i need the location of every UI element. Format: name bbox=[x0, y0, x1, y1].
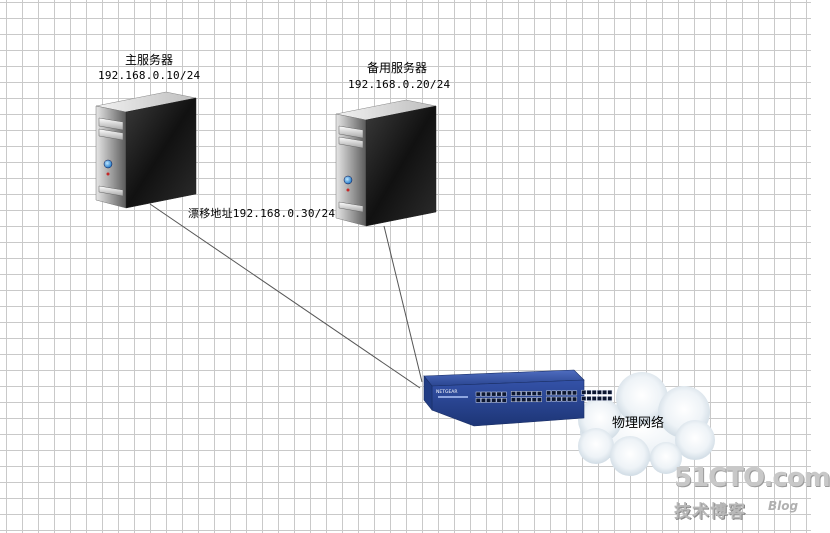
switch-port bbox=[561, 396, 567, 402]
network-cloud-label: 物理网络 bbox=[612, 416, 665, 431]
switch-port bbox=[591, 389, 597, 395]
connector-backup-to-switch bbox=[383, 225, 423, 383]
switch-port bbox=[510, 391, 516, 396]
switch-port bbox=[491, 397, 497, 403]
switch-port bbox=[475, 391, 481, 397]
watermark-tagline: 技术博客 bbox=[674, 502, 746, 522]
switch-port bbox=[526, 391, 532, 396]
cloud-icon bbox=[578, 372, 715, 476]
switch-port bbox=[536, 397, 542, 403]
switch-port bbox=[486, 397, 492, 403]
switch-port bbox=[480, 391, 486, 397]
switch-port bbox=[607, 389, 613, 395]
switch-port bbox=[556, 390, 562, 396]
switch-port bbox=[607, 396, 613, 401]
switch-port bbox=[486, 391, 492, 397]
switch-port bbox=[526, 397, 532, 403]
switch-port bbox=[546, 390, 552, 396]
switch-port bbox=[591, 396, 597, 401]
switch-port bbox=[516, 391, 522, 396]
switch-port bbox=[581, 389, 587, 395]
switch-port bbox=[536, 391, 542, 396]
network-switch-icon: NETGEAR bbox=[423, 369, 613, 427]
switch-port bbox=[516, 397, 522, 403]
watermark-blog: Blog bbox=[768, 499, 799, 513]
primary-server-icon bbox=[95, 91, 197, 209]
switch-port bbox=[602, 396, 608, 401]
switch-port bbox=[566, 396, 572, 402]
primary-server-name: 主服务器 bbox=[125, 53, 174, 67]
backup-server-ip: 192.168.0.20/24 bbox=[348, 78, 451, 91]
switch-port bbox=[566, 390, 572, 396]
switch-port bbox=[572, 396, 578, 402]
backup-server-icon bbox=[335, 99, 437, 227]
switch-port bbox=[551, 396, 557, 402]
switch-port bbox=[572, 390, 578, 396]
watermark-brand: 51CTO.com bbox=[674, 463, 830, 493]
floating-address-label: 漂移地址192.168.0.30/24 bbox=[188, 207, 336, 220]
switch-port bbox=[521, 391, 527, 396]
switch-port bbox=[596, 396, 602, 401]
switch-port bbox=[510, 397, 516, 403]
switch-port bbox=[491, 391, 497, 397]
switch-port bbox=[551, 390, 557, 396]
connector-primary-to-switch bbox=[149, 203, 421, 389]
network-diagram: NETGEAR bbox=[95, 91, 715, 476]
switch-port bbox=[586, 389, 592, 395]
switch-port bbox=[531, 397, 537, 403]
svg-text:NETGEAR: NETGEAR bbox=[436, 389, 458, 395]
switch-port bbox=[501, 397, 507, 403]
switch-port bbox=[480, 397, 486, 403]
switch-port bbox=[475, 397, 481, 403]
switch-port bbox=[521, 397, 527, 403]
switch-port bbox=[501, 391, 507, 397]
switch-port bbox=[561, 390, 567, 396]
site-watermark: 51CTO.com 技术博客 Blog bbox=[672, 463, 830, 525]
primary-server-ip: 192.168.0.10/24 bbox=[98, 69, 201, 82]
backup-server-name: 备用服务器 bbox=[367, 61, 428, 75]
switch-port bbox=[546, 396, 552, 402]
switch-port bbox=[596, 389, 602, 395]
switch-port bbox=[586, 396, 592, 401]
switch-port bbox=[496, 391, 502, 397]
switch-port bbox=[602, 389, 608, 395]
switch-port bbox=[496, 397, 502, 403]
switch-port bbox=[556, 396, 562, 402]
switch-port bbox=[531, 391, 537, 396]
switch-port bbox=[581, 396, 587, 401]
